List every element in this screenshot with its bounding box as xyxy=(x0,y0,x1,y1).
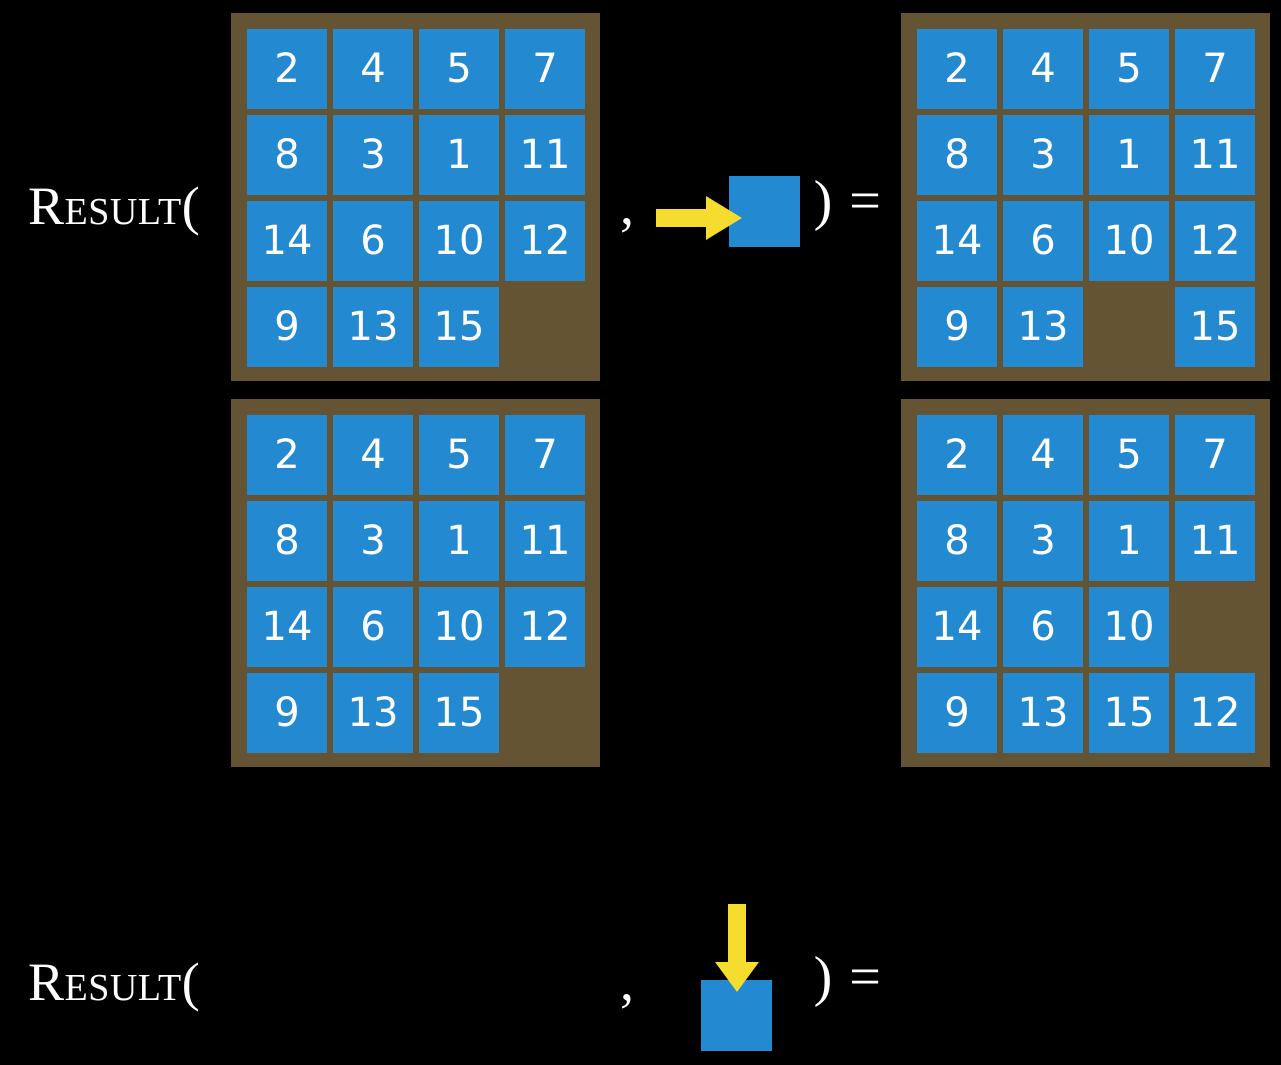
tile: 10 xyxy=(1089,201,1169,281)
tile: 5 xyxy=(1089,415,1169,495)
tile: 9 xyxy=(917,287,997,367)
tile: 14 xyxy=(247,201,327,281)
tile: 14 xyxy=(247,587,327,667)
tile: 13 xyxy=(333,287,413,367)
tile: 13 xyxy=(333,673,413,753)
tile: 8 xyxy=(247,501,327,581)
tile: 9 xyxy=(247,287,327,367)
tile: 12 xyxy=(505,201,585,281)
tile: 15 xyxy=(1089,673,1169,753)
tile: 13 xyxy=(1003,673,1083,753)
tile: 9 xyxy=(917,673,997,753)
tile: 1 xyxy=(1089,115,1169,195)
tile: 11 xyxy=(1175,501,1255,581)
tile: 7 xyxy=(505,29,585,109)
empty-slot xyxy=(505,673,585,753)
tile: 2 xyxy=(917,415,997,495)
tile: 12 xyxy=(505,587,585,667)
tile: 1 xyxy=(419,501,499,581)
empty-slot xyxy=(505,287,585,367)
tile: 4 xyxy=(333,415,413,495)
tile: 1 xyxy=(1089,501,1169,581)
tile: 15 xyxy=(419,287,499,367)
arrow-right-icon xyxy=(656,196,742,240)
input-grid-bottom: 2 4 5 7 8 3 1 11 14 6 10 12 9 13 15 xyxy=(247,415,585,753)
tile: 4 xyxy=(333,29,413,109)
output-board-bottom: 2 4 5 7 8 3 1 11 14 6 10 9 13 15 12 xyxy=(901,399,1270,767)
tile: 6 xyxy=(333,587,413,667)
tile: 8 xyxy=(917,501,997,581)
empty-slot xyxy=(1089,287,1169,367)
tile: 7 xyxy=(505,415,585,495)
tile: 3 xyxy=(333,115,413,195)
tile: 5 xyxy=(419,29,499,109)
tile: 3 xyxy=(333,501,413,581)
tile: 4 xyxy=(1003,29,1083,109)
move-indicator-down xyxy=(690,890,800,1065)
argument-separator-comma: , xyxy=(620,951,634,1013)
tile: 13 xyxy=(1003,287,1083,367)
equals-sign: = xyxy=(849,946,881,1008)
tile: 11 xyxy=(1175,115,1255,195)
tile: 11 xyxy=(505,501,585,581)
tile: 4 xyxy=(1003,415,1083,495)
tile: 8 xyxy=(247,115,327,195)
tile: 14 xyxy=(917,587,997,667)
tile: 11 xyxy=(505,115,585,195)
tile: 15 xyxy=(1175,287,1255,367)
result-function-label: Result( xyxy=(28,952,201,1012)
move-indicator-right xyxy=(650,160,810,270)
tile: 8 xyxy=(917,115,997,195)
output-board-top: 2 4 5 7 8 3 1 11 14 6 10 12 9 13 15 xyxy=(901,13,1270,381)
tile: 6 xyxy=(333,201,413,281)
output-grid-bottom: 2 4 5 7 8 3 1 11 14 6 10 9 13 15 12 xyxy=(917,415,1255,753)
paren-close: ) xyxy=(813,946,833,1008)
equation-row-bottom: Result( 2 4 5 7 8 3 1 11 14 6 10 12 9 13… xyxy=(0,390,1281,1051)
tile: 2 xyxy=(917,29,997,109)
tile: 10 xyxy=(419,587,499,667)
tile: 2 xyxy=(247,415,327,495)
tile: 15 xyxy=(419,673,499,753)
tile: 14 xyxy=(917,201,997,281)
input-grid-top: 2 4 5 7 8 3 1 11 14 6 10 12 9 13 15 xyxy=(247,29,585,367)
tile: 5 xyxy=(1089,29,1169,109)
argument-separator-comma: , xyxy=(620,175,634,237)
tile: 3 xyxy=(1003,115,1083,195)
tile: 7 xyxy=(1175,29,1255,109)
tile: 10 xyxy=(419,201,499,281)
empty-slot xyxy=(1175,587,1255,667)
paren-close: ) xyxy=(813,170,833,232)
equation-row-top: Result( 2 4 5 7 8 3 1 11 14 6 10 12 9 13… xyxy=(0,0,1281,390)
tile: 6 xyxy=(1003,201,1083,281)
tile: 1 xyxy=(419,115,499,195)
equals-sign: = xyxy=(849,170,881,232)
result-function-label: Result( xyxy=(28,176,201,236)
tile: 5 xyxy=(419,415,499,495)
tile: 12 xyxy=(1175,201,1255,281)
tile: 10 xyxy=(1089,587,1169,667)
tile: 7 xyxy=(1175,415,1255,495)
tile: 6 xyxy=(1003,587,1083,667)
move-tile-swatch xyxy=(729,176,800,247)
output-grid-top: 2 4 5 7 8 3 1 11 14 6 10 12 9 13 15 xyxy=(917,29,1255,367)
tile: 12 xyxy=(1175,673,1255,753)
arrow-down-icon xyxy=(715,904,759,992)
tile: 9 xyxy=(247,673,327,753)
tile: 2 xyxy=(247,29,327,109)
input-board-bottom: 2 4 5 7 8 3 1 11 14 6 10 12 9 13 15 xyxy=(231,399,600,767)
input-board-top: 2 4 5 7 8 3 1 11 14 6 10 12 9 13 15 xyxy=(231,13,600,381)
tile: 3 xyxy=(1003,501,1083,581)
